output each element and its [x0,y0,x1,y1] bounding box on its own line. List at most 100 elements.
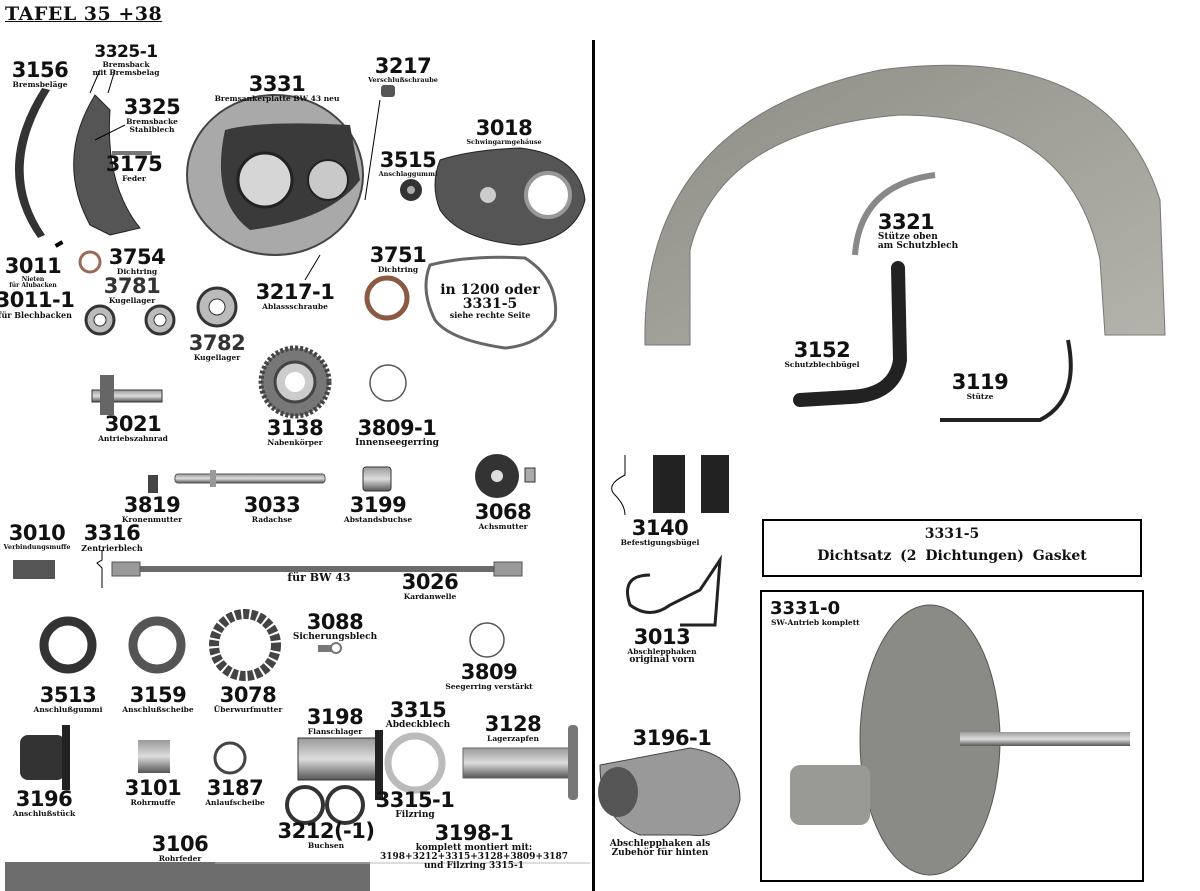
part-description: Anschlaggummi [378,170,438,178]
clamp-profile-shape [611,455,626,516]
part-description: Kardanwelle [403,592,457,601]
washer-shape [128,616,186,674]
part-description: Stütze [966,392,994,401]
gasket-set-number: 3331-5 [924,526,980,542]
part-number: 3156 [11,58,69,82]
tube-sleeve-shape [138,740,170,773]
thrust-washer-shape [213,741,247,775]
part-number: 3068 [474,500,532,524]
cardan-shaft-shape [112,566,520,572]
clamp-shape [653,455,685,513]
lock-plate-shape [318,645,332,652]
sw-drive-box: 3331-0 SW-Antrieb komplett [760,590,1144,882]
part-description: Kugellager [193,353,241,362]
part-description: für Blechbacken [0,310,72,320]
part-number: 3781 [103,274,161,298]
part-description: Filzring [395,810,435,820]
part-description: Nabenkörper [267,438,323,447]
part-description: Anlaufscheibe [205,798,265,807]
fender-shape [644,64,1166,346]
part-description: Achsmutter [478,522,528,531]
part-number: 3199 [349,493,407,517]
part-description: Anschlußgummi [33,705,103,714]
part-number: 3331 [248,72,306,96]
part-number: 3021 [104,412,162,436]
part-number: 3198 [306,705,364,729]
part-number: 3187 [206,776,264,800]
part-description: komplett montiert mit: [415,843,533,853]
part-description: Abstandsbuchse [343,515,413,524]
centering-plate-shape [96,550,103,588]
seal-ring-shape [78,250,102,274]
part-number: 3212(-1) [277,819,375,843]
part-description: Kugellager [108,296,156,305]
part-description: Buchsen [307,841,345,850]
part-description: Dichtring [377,265,419,274]
part-number: 3026 [401,570,459,594]
part-description: und Filzring 3315-1 [423,861,525,871]
part-number: 3011-1 [0,288,75,312]
part-description: Zentrierblech [81,543,143,553]
part-description: Sicherungsblech [292,632,378,642]
part-number: 3196-1 [632,726,712,750]
part-description: Schutzblechbügel [784,360,860,369]
part-number: 3751 [369,243,427,267]
part-number: 3106 [151,832,209,856]
part-description: Ablassschraube [262,302,328,311]
part-number: 3152 [793,338,851,362]
part-description: 3198+3212+3315+3128+3809+3187 [380,852,568,862]
part-description: für Alubacken [9,282,57,289]
gasket-set-box: 3331-5 Dichtsatz (2 Dichtungen) Gasket [762,519,1142,577]
part-description: Feder [122,174,146,183]
part-number: 3140 [631,516,689,540]
column-divider [592,40,595,891]
note-line: in 1200 oder [440,282,540,298]
part-description: Anschlußstück [12,809,76,818]
part-description: Nieten [21,276,45,283]
part-number: 3013 [633,625,691,649]
clamp-shape [701,455,729,513]
part-number: 3782 [188,331,246,355]
part-number: 3010 [8,521,66,545]
part-description: Kronenmutter [121,515,183,524]
part-number: 3159 [129,683,187,707]
part-number: 3217 [374,54,432,78]
rubber-ring-shape [39,616,97,674]
spring-shape [112,151,152,155]
tube-spring-shape [5,862,370,891]
part-number: 3033 [243,493,301,517]
part-number: 3198-1 [434,821,514,845]
part-description: Bremsbeläge [12,80,68,89]
bearing-journal-shape [462,747,574,779]
part-number: 3101 [124,776,182,800]
part-description: Zubehör für hinten [611,848,709,858]
part-number: 3018 [475,116,533,140]
circlip-shape [369,364,407,402]
part-description: Dichtring [116,267,158,276]
